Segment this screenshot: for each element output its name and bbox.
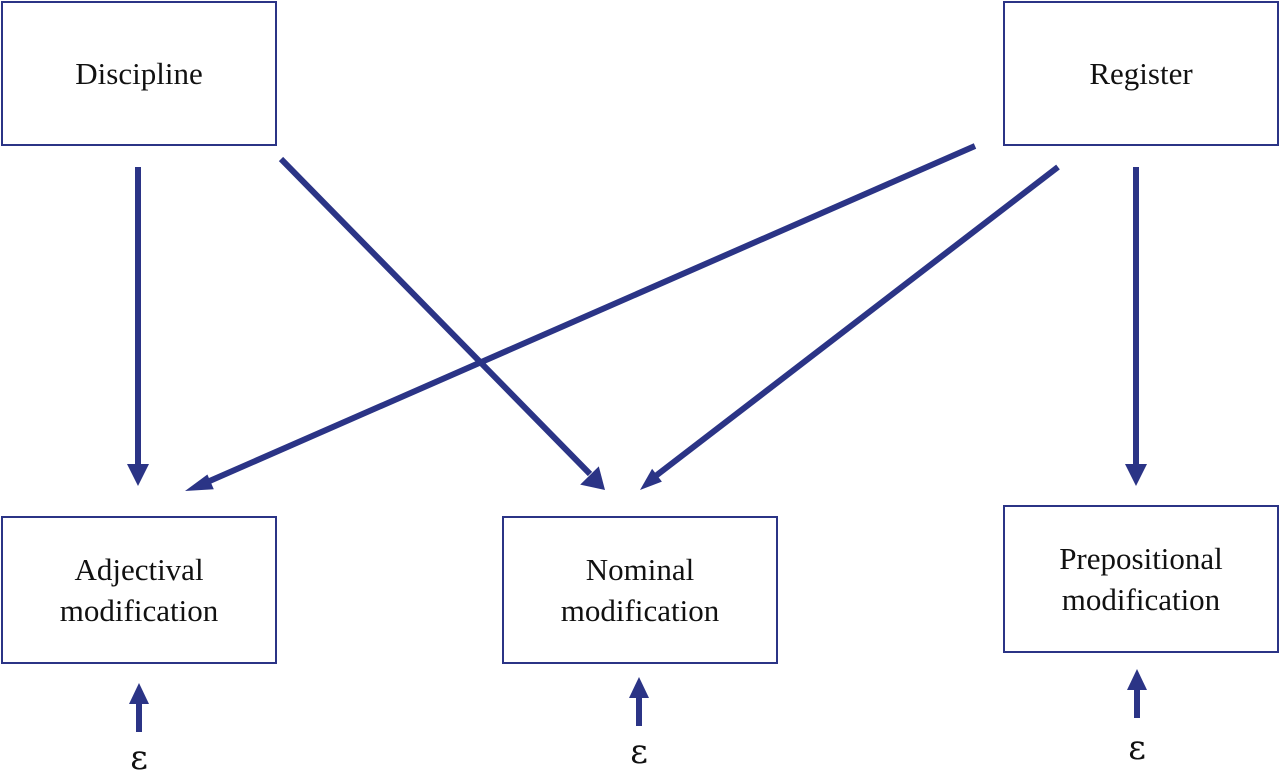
arrow-epsilon-to-adjectival [129,683,149,732]
node-prepositional-label-line1: Prepositional [1059,541,1223,576]
node-adjectival-label-line2: modification [59,593,219,628]
arrow-register-to-prepositional [1125,167,1147,486]
node-prepositional-label-line2: modification [1061,582,1221,617]
error-term-prepositional: ε [1128,728,1146,768]
arrow-discipline-to-adjectival [127,167,149,486]
arrow-epsilon-to-nominal [629,677,649,726]
node-nominal-label-line1: Nominal [585,552,695,587]
node-adjectival-label-line1: Adjectival [74,552,204,587]
node-discipline-label: Discipline [75,56,203,91]
node-prepositional-modification: Prepositional modification [1003,505,1279,653]
node-discipline: Discipline [1,1,277,146]
arrow-discipline-to-nominal [278,156,605,490]
error-term-adjectival: ε [130,738,148,778]
node-register-label: Register [1089,56,1193,91]
error-term-nominal: ε [630,732,648,772]
node-register: Register [1003,1,1279,146]
arrow-register-to-nominal [640,164,1060,490]
node-nominal-label-line2: modification [560,593,720,628]
arrow-register-to-adjectival [185,143,977,491]
node-adjectival-modification: Adjectival modification [1,516,277,664]
node-nominal-modification: Nominal modification [502,516,778,664]
arrow-epsilon-to-prepositional [1127,669,1147,718]
